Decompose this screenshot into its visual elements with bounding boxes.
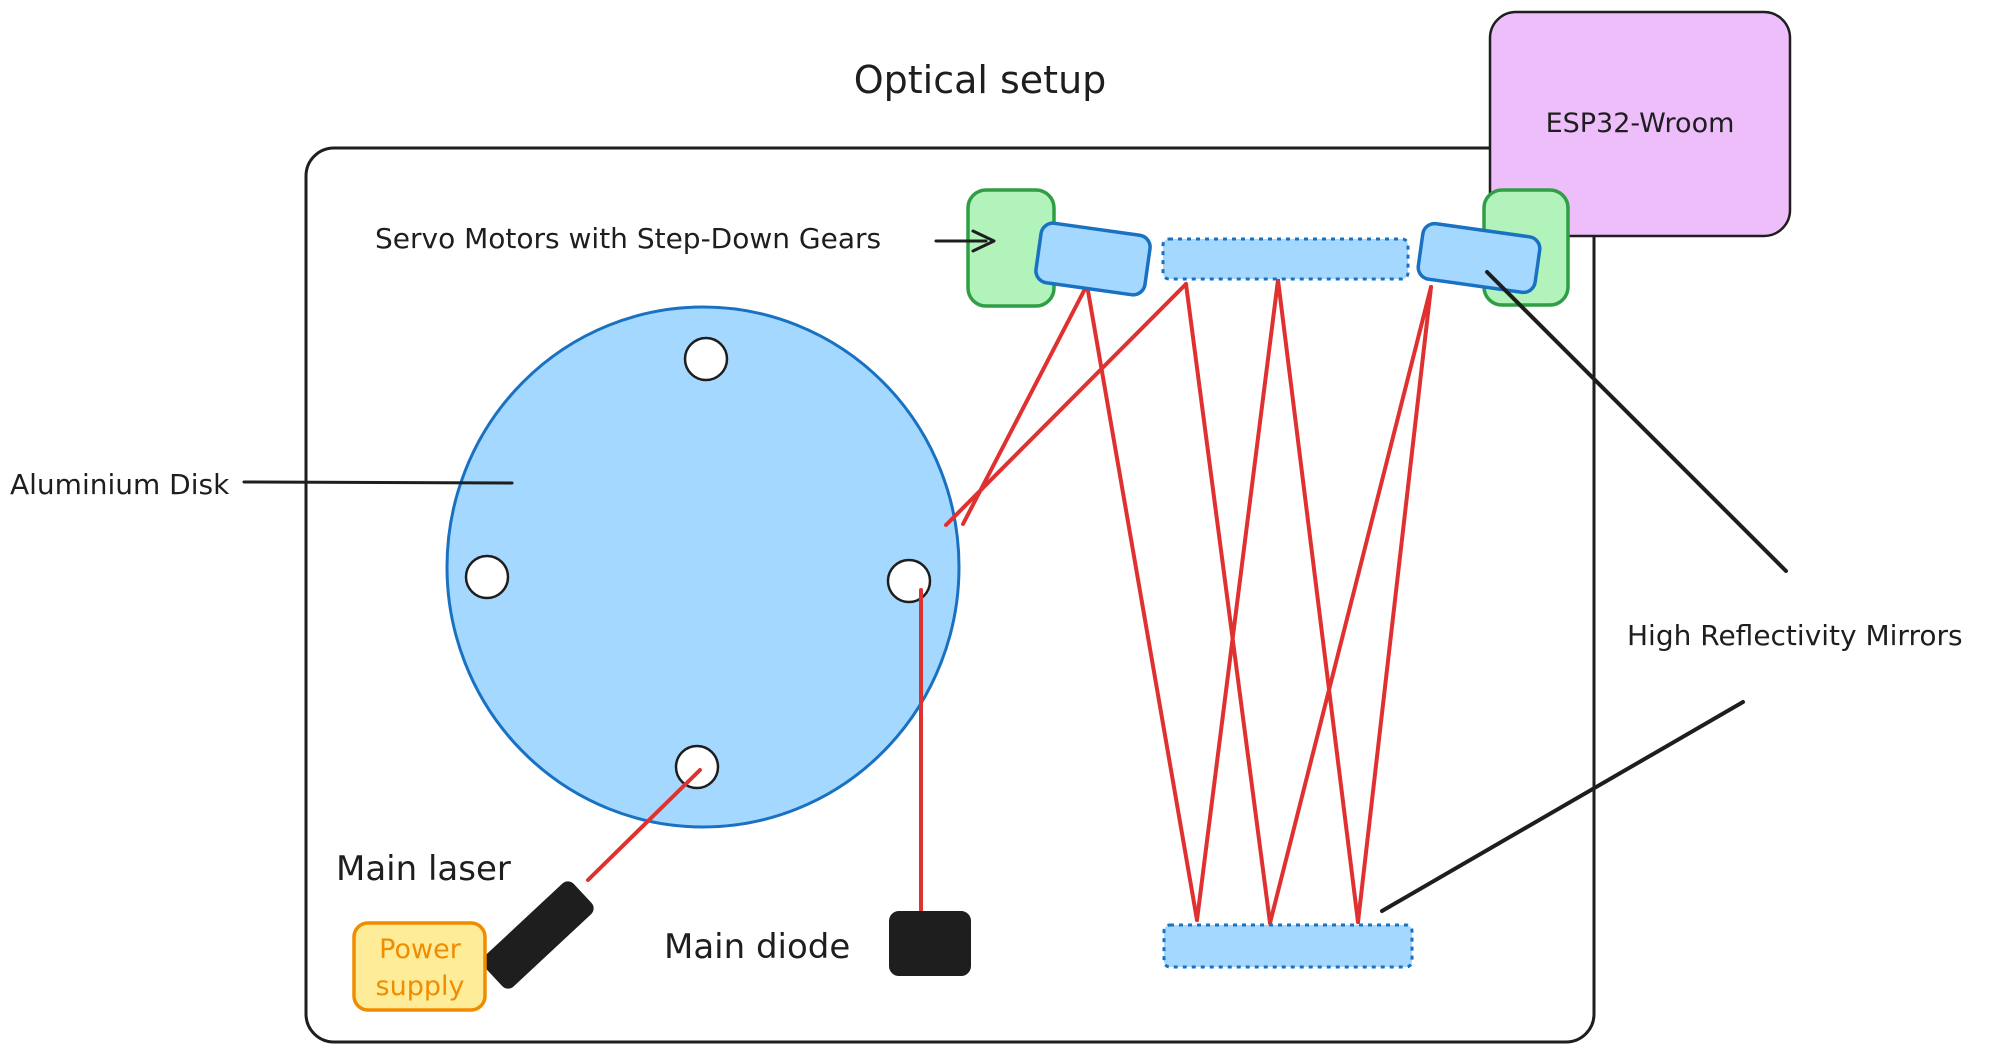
diagram-title: Optical setup <box>854 58 1107 102</box>
beam-disk-to-mirror-top <box>944 282 1188 527</box>
disk-hole-right <box>886 558 932 604</box>
servo-label: Servo Motors with Step-Down Gears <box>375 222 881 255</box>
beam-4 <box>1276 278 1360 924</box>
main-diode-label: Main diode <box>664 927 850 967</box>
power-supply-label-line1: Power <box>379 934 462 965</box>
mirror-top <box>1161 237 1410 281</box>
mirrors-label: High Reflectivity Mirrors <box>1627 619 1963 652</box>
main-laser <box>482 881 594 989</box>
aluminium-disk <box>445 305 961 829</box>
mirror-bottom <box>1162 923 1414 969</box>
disk-hole-bottom <box>674 744 720 790</box>
beam-6 <box>1356 285 1433 924</box>
mirrors-pointer-line-upper <box>1485 270 1788 573</box>
servo-pointer-arrowhead <box>971 229 996 253</box>
beam-disk-to-mirror-left <box>961 283 1089 526</box>
disk-label: Aluminium Disk <box>10 468 230 501</box>
beam-1 <box>1085 283 1199 922</box>
beam-3 <box>1195 278 1280 922</box>
enclosure-frame <box>304 146 1596 1044</box>
main-laser-label: Main laser <box>336 849 511 889</box>
disk-pointer-line <box>242 480 514 485</box>
beam-5 <box>1268 285 1433 925</box>
disk-hole-left <box>464 554 510 600</box>
power-supply-label-line2: supply <box>376 971 465 1002</box>
servo-mirror-holder-left <box>1034 221 1152 297</box>
servo-mirror-holder-right <box>1416 221 1542 295</box>
main-diode <box>889 911 971 976</box>
esp32-box <box>1488 10 1792 238</box>
laser-beam-path <box>586 278 1433 925</box>
disk-hole-top <box>683 336 729 382</box>
power-supply-box <box>352 921 487 1012</box>
esp32-label: ESP32-Wroom <box>1546 108 1735 139</box>
beam-2 <box>1184 282 1272 925</box>
mirrors-pointer-line-lower <box>1380 700 1745 913</box>
beam-laser-to-disk <box>586 768 702 882</box>
